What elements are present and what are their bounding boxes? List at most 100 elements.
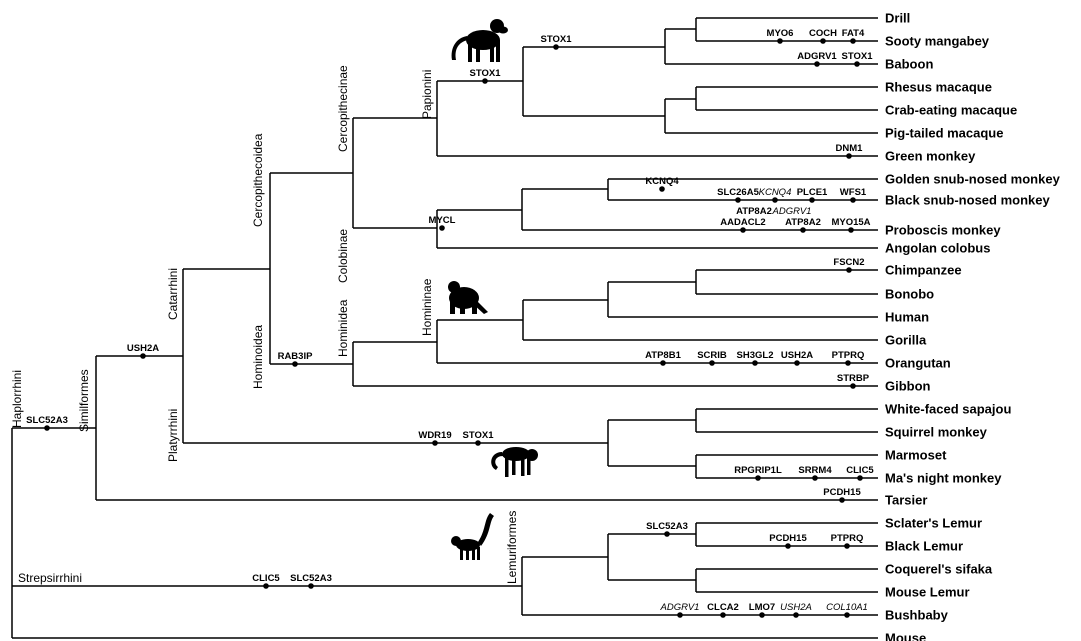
gene-label: STOX1	[470, 68, 502, 79]
gene-label: USH2A	[780, 602, 812, 613]
gene-label: SLC52A3	[290, 573, 332, 584]
gene-label: STOX1	[463, 430, 495, 441]
gene-marker	[44, 425, 50, 431]
gene-marker	[820, 38, 826, 44]
gene-label: MYCL	[429, 215, 456, 226]
gene-marker	[850, 38, 856, 44]
gene-label: KCNQ4	[759, 187, 792, 198]
gene-label: PTPRQ	[832, 350, 865, 361]
gene-marker	[857, 475, 863, 481]
clade-label: Homininae	[420, 278, 434, 336]
gene-label: RPGRIP1L	[734, 465, 782, 476]
gene-marker	[482, 78, 488, 84]
lemur-silhouette-icon	[451, 513, 494, 560]
leaf-label: Crab-eating macaque	[885, 103, 1017, 118]
gene-label: FAT4	[842, 28, 865, 39]
gene-marker	[432, 440, 438, 446]
gene-marker	[777, 38, 783, 44]
leaf-label: Bonobo	[885, 287, 934, 302]
gene-marker	[812, 475, 818, 481]
gene-label: COL10A1	[826, 602, 868, 613]
tree-branches	[11, 17, 878, 639]
gene-marker	[772, 197, 778, 203]
gene-marker	[553, 44, 559, 50]
gene-label: PCDH15	[823, 487, 861, 498]
gene-marker	[709, 360, 715, 366]
gene-marker	[735, 197, 741, 203]
gene-marker	[263, 583, 269, 589]
leaf-label: Ma's night monkey	[885, 471, 1002, 486]
gene-marker	[785, 543, 791, 549]
gene-marker	[814, 61, 820, 67]
leaf-label: Sooty mangabey	[885, 34, 990, 49]
gene-label: MYO6	[767, 28, 794, 39]
gene-marker	[292, 361, 298, 367]
gene-marker	[850, 197, 856, 203]
gene-marker	[793, 612, 799, 618]
leaf-label: Angolan colobus	[885, 241, 990, 256]
clade-label: Strepsirrhini	[18, 571, 82, 585]
leaf-label: Marmoset	[885, 448, 947, 463]
gene-label: STOX1	[842, 51, 874, 62]
leaf-label: Sclater's Lemur	[885, 516, 982, 531]
gene-label: MYO15A	[831, 217, 870, 228]
clade-label: Cercopithecinae	[336, 65, 350, 152]
gene-marker	[740, 227, 746, 233]
gene-label: ADGRV1	[797, 51, 837, 62]
gene-marker	[660, 360, 666, 366]
leaf-label: Proboscis monkey	[885, 223, 1001, 238]
gene-label: CLCA2	[707, 602, 739, 613]
gene-label: ADGRV1	[660, 602, 700, 613]
clade-label: Similformes	[77, 369, 91, 432]
gene-marker	[848, 227, 854, 233]
gene-label: FSCN2	[833, 257, 864, 268]
clade-label: Hominoidea	[251, 325, 265, 389]
gene-marker	[755, 475, 761, 481]
gene-label: SCRIB	[697, 350, 727, 361]
clade-label: Platyrrhini	[166, 409, 180, 462]
gene-label: CLIC5	[846, 465, 874, 476]
leaf-label: Mouse Lemur	[885, 585, 970, 600]
gene-label: SH3GL2	[737, 350, 774, 361]
gene-marker	[839, 497, 845, 503]
gene-marker	[308, 583, 314, 589]
gene-label: SLC52A3	[646, 521, 688, 532]
leaf-label: Coquerel's sifaka	[885, 562, 993, 577]
gene-marker	[800, 227, 806, 233]
gene-label: SLC52A3	[26, 415, 68, 426]
clade-label: Colobinae	[336, 229, 350, 283]
gene-label: STOX1	[541, 34, 573, 45]
baboon-silhouette-icon	[451, 19, 508, 62]
leaf-label: Golden snub-nosed monkey	[885, 172, 1061, 187]
gene-label: RAB3IP	[278, 351, 314, 362]
gene-label: LMO7	[749, 602, 775, 613]
gene-label: ATP8A2	[736, 206, 772, 217]
clade-label: Lemuriformes	[505, 511, 519, 584]
gene-label: PTPRQ	[831, 533, 864, 544]
gene-marker	[850, 383, 856, 389]
leaf-label: Drill	[885, 11, 910, 26]
gene-marker	[854, 61, 860, 67]
gene-marker	[664, 531, 670, 537]
gene-marker	[659, 186, 665, 192]
gene-marker	[844, 612, 850, 618]
gene-label: DNM1	[836, 143, 864, 154]
gene-label: COCH	[809, 28, 837, 39]
leaf-label: Green monkey	[885, 149, 976, 164]
gene-markers	[44, 38, 863, 618]
gene-marker	[844, 543, 850, 549]
capuchin-silhouette-icon	[491, 447, 538, 477]
gene-label: KCNQ4	[645, 176, 679, 187]
gene-marker	[752, 360, 758, 366]
leaf-label: White-faced sapajou	[885, 402, 1011, 417]
gene-marker	[759, 612, 765, 618]
gene-marker	[846, 267, 852, 273]
gene-marker	[677, 612, 683, 618]
leaf-label: Black Lemur	[885, 539, 963, 554]
leaf-label: Orangutan	[885, 356, 951, 371]
gene-marker	[794, 360, 800, 366]
gene-label: PCDH15	[769, 533, 807, 544]
leaf-label: Tarsier	[885, 493, 927, 508]
